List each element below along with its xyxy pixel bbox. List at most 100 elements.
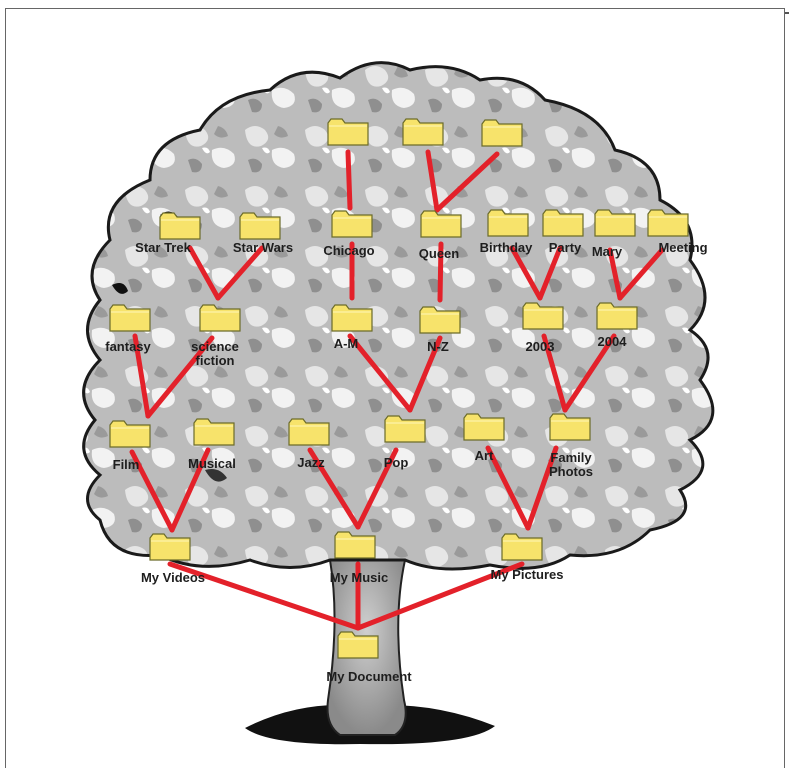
folder-label-nz: N-Z: [427, 339, 449, 354]
edge-chicago-top1: [345, 149, 353, 211]
folder-am[interactable]: A-M: [331, 304, 373, 351]
folder-y2003[interactable]: 2003: [522, 302, 564, 354]
folder-jazz[interactable]: Jazz: [288, 418, 330, 470]
folder-party[interactable]: Party: [542, 209, 584, 255]
folder-top1[interactable]: [327, 118, 369, 146]
folder-queen[interactable]: Queen: [419, 210, 462, 261]
folder-top2[interactable]: [402, 118, 444, 146]
folder-startrek[interactable]: Star Trek: [135, 212, 201, 255]
folder-nodes: My Document My Videos My Music My Pictures F…: [105, 118, 708, 684]
folder-y2004[interactable]: 2004: [596, 302, 638, 349]
folder-icon: [594, 209, 636, 237]
folder-label-chicago: Chicago: [323, 243, 374, 258]
folder-icon: [193, 418, 235, 446]
folder-label-pop: Pop: [384, 455, 409, 470]
folder-icon: [334, 531, 376, 559]
folder-pop[interactable]: Pop: [384, 415, 426, 470]
edge-family-y2003: [541, 333, 568, 413]
folder-icon: [549, 413, 591, 441]
folder-icon: [337, 631, 379, 659]
folder-pictures[interactable]: My Pictures: [491, 533, 564, 582]
folder-icon: [481, 119, 523, 147]
folder-musical[interactable]: Musical: [188, 418, 236, 471]
edge-queen-top3: [434, 151, 500, 213]
edge-pop-nz: [407, 335, 443, 413]
folder-icon: [487, 209, 529, 237]
folder-nz[interactable]: N-Z: [419, 306, 461, 354]
folder-label-jazz: Jazz: [297, 455, 325, 470]
folder-film[interactable]: Film: [109, 420, 151, 472]
folder-label-musical: Musical: [188, 456, 236, 471]
edge-nz-queen: [437, 241, 444, 303]
folder-icon: [159, 212, 201, 240]
folder-meeting[interactable]: Meeting: [647, 209, 708, 255]
folder-icon: [463, 413, 505, 441]
edge-family-y2004: [562, 333, 617, 413]
edge-y2003-birthday: [509, 245, 543, 301]
folder-icon: [419, 306, 461, 334]
folder-icon: [384, 415, 426, 443]
folder-icon: [402, 118, 444, 146]
canopy-dark-patch: [112, 283, 128, 294]
folder-label-y2004: 2004: [598, 334, 628, 349]
edge-root-pictures: [355, 561, 525, 631]
edge-y2004-mary: [607, 247, 623, 301]
folder-art[interactable]: Art: [463, 413, 505, 463]
edge-pictures-family: [525, 445, 559, 531]
folder-music[interactable]: My Music: [330, 531, 389, 585]
folder-label-am: A-M: [334, 336, 359, 351]
tree-illustration: [82, 61, 715, 745]
folder-fantasy[interactable]: fantasy: [105, 304, 152, 354]
folder-icon: [239, 212, 281, 240]
folder-label-pictures: My Pictures: [491, 567, 564, 582]
tree-canopy: [82, 61, 715, 571]
folder-icon: [647, 209, 689, 237]
folder-label-meeting: Meeting: [658, 240, 707, 255]
canopy-dark-patch: [205, 469, 227, 482]
corner-mark: [785, 12, 789, 14]
edge-videos-film: [129, 449, 175, 533]
folder-icon: [199, 304, 241, 332]
folder-mary[interactable]: Mary: [592, 209, 636, 259]
folder-label-videos: My Videos: [141, 570, 205, 585]
folder-label-art: Art: [475, 448, 494, 463]
edge-film-fantasy: [132, 333, 151, 419]
folder-label-startrek: Star Trek: [135, 240, 191, 255]
folder-icon: [596, 302, 638, 330]
edge-film-scifi: [145, 335, 215, 419]
folder-icon: [109, 304, 151, 332]
folder-chicago[interactable]: Chicago: [323, 210, 375, 258]
edge-videos-musical: [169, 447, 211, 533]
folder-label-y2003: 2003: [526, 339, 555, 354]
folder-icon: [420, 210, 462, 238]
folder-label-starwars: Star Wars: [233, 240, 293, 255]
folder-starwars[interactable]: Star Wars: [233, 212, 293, 255]
folder-icon: [501, 533, 543, 561]
folder-label-mary: Mary: [592, 244, 623, 259]
edge-pictures-art: [485, 445, 531, 531]
folder-label-film: Film: [113, 457, 140, 472]
edge-scifi-starwars: [215, 245, 265, 301]
folder-icon: [288, 418, 330, 446]
edge-y2004-meeting: [617, 247, 665, 301]
folder-top3[interactable]: [481, 119, 523, 147]
edge-queen-top2: [425, 149, 440, 213]
edge-music-pop: [355, 447, 399, 530]
folder-icon: [149, 533, 191, 561]
folder-edges: [129, 149, 665, 631]
folder-icon: [542, 209, 584, 237]
edge-y2003-party: [537, 245, 563, 301]
folder-label-root: My Document: [326, 669, 412, 684]
folder-root[interactable]: My Document: [326, 631, 412, 684]
folder-birthday[interactable]: Birthday: [480, 209, 534, 255]
edge-root-videos: [167, 561, 361, 631]
folder-label-birthday: Birthday: [480, 240, 534, 255]
folder-icon: [331, 210, 373, 238]
edge-scifi-startrek: [187, 245, 221, 301]
folder-icon: [109, 420, 151, 448]
folder-videos[interactable]: My Videos: [141, 533, 205, 585]
